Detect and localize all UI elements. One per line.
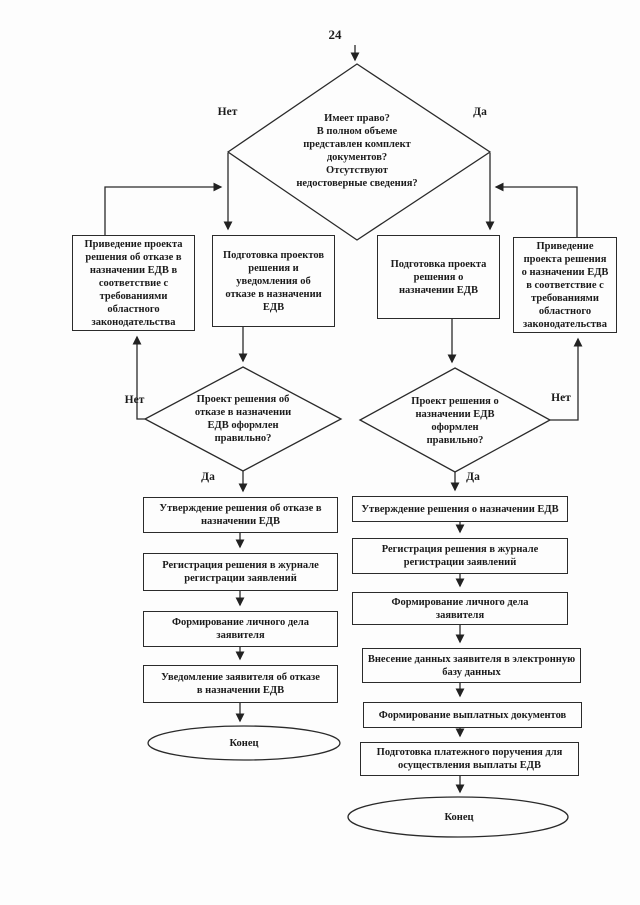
label-grant-no: Нет [551, 392, 571, 404]
decision-main-text: Имеет право? В полном объеме представлен… [296, 113, 418, 189]
decision-refusal-shape [143, 366, 343, 472]
label-main-yes: Да [473, 106, 487, 118]
decision-grant-shape [358, 367, 552, 473]
page-number: 24 [328, 27, 342, 42]
process-approve-refusal: Утверждение решения об отказе в назначен… [143, 497, 338, 533]
process-notify-refusal: Уведомление заявителя об отказе в назнач… [143, 665, 338, 703]
edge-left-no [132, 335, 145, 420]
edge-feedback-left [104, 182, 223, 235]
process-prepare-refusal: Подготовка проектов решения и уведомлени… [212, 235, 335, 327]
end-grant-shape [347, 796, 569, 838]
edge-feedback-right [494, 182, 578, 237]
label-main-no: Нет [217, 106, 238, 118]
decision-refusal-text: Проект решения об отказе в назначении ЕД… [194, 394, 292, 444]
edge-right-no [550, 337, 583, 421]
decision-main-shape [226, 63, 492, 241]
label-grant-yes: Да [466, 471, 480, 483]
process-register-grant: Регистрация решения в журнале регистраци… [352, 538, 568, 574]
end-refusal-shape [147, 725, 341, 761]
process-enter-data: Внесение данных заявителя в электронную … [362, 648, 581, 683]
process-payment-docs: Формирование выплатных документов [363, 702, 582, 728]
end-grant-text: Конец [444, 811, 474, 823]
process-personal-file-refusal: Формирование личного дела заявителя [143, 611, 338, 647]
process-register-refusal: Регистрация решения в журнале регистраци… [143, 553, 338, 591]
process-personal-file-grant: Формирование личного дела заявителя [352, 592, 568, 625]
process-prepare-grant: Подготовка проекта решения о назначении … [377, 235, 500, 319]
label-refusal-yes: Да [201, 471, 215, 483]
end-refusal-text: Конец [229, 737, 259, 749]
process-adjust-grant: Приведение проекта решения о назначении … [513, 237, 617, 333]
label-refusal-no: Нет [124, 394, 145, 406]
process-adjust-refusal: Приведение проекта решения об отказе в н… [72, 235, 195, 331]
decision-grant-text: Проект решения о назначении ЕДВ оформлен… [411, 396, 499, 446]
process-approve-grant: Утверждение решения о назначении ЕДВ [352, 496, 568, 522]
process-payment-order: Подготовка платежного поручения для осущ… [360, 742, 579, 776]
